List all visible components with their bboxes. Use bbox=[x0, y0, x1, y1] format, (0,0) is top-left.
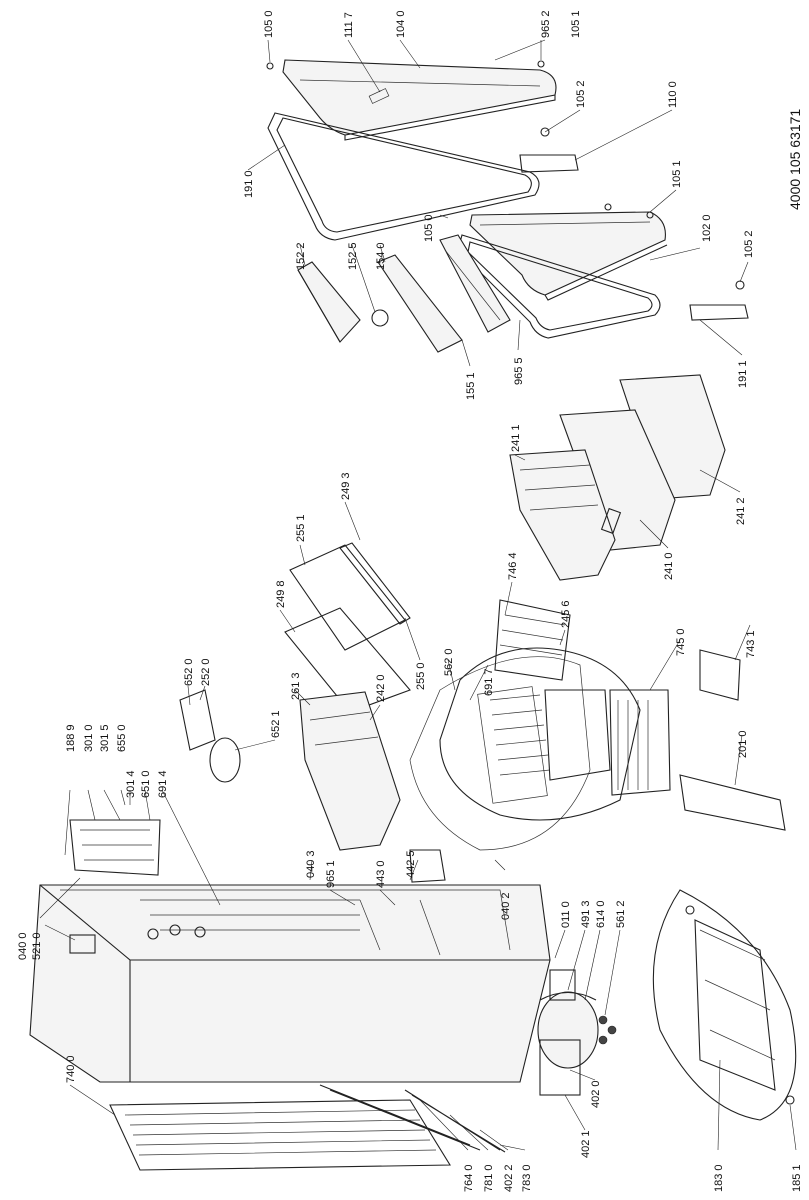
callout-label: 241 0 bbox=[663, 552, 675, 580]
control-panel bbox=[69, 819, 161, 876]
callout-label: 301 0 bbox=[83, 724, 95, 752]
callout-label: 743 1 bbox=[745, 630, 757, 658]
callout-label: 301 4 bbox=[125, 770, 137, 798]
cover-743 bbox=[699, 649, 741, 701]
parts-drawing bbox=[29, 59, 797, 1171]
callout-label: 249 8 bbox=[275, 580, 287, 608]
freezer-drawers bbox=[509, 374, 726, 581]
callout-label: 105 1 bbox=[671, 160, 683, 188]
callout-label: 783 0 bbox=[521, 1164, 533, 1192]
callout-label: 152 5 bbox=[347, 242, 359, 270]
callout-label: 188 9 bbox=[65, 724, 77, 752]
callout-label: 965 1 bbox=[325, 860, 337, 888]
hinge-upper bbox=[519, 154, 579, 173]
callout-label: 651 0 bbox=[140, 770, 152, 798]
lower-gasket bbox=[457, 234, 661, 339]
callout-label: 746 4 bbox=[507, 552, 519, 580]
glass-shelves bbox=[284, 542, 411, 713]
callout-label: 965 5 bbox=[513, 357, 525, 385]
callout-label: 111 7 bbox=[343, 12, 355, 38]
callout-label: 562 0 bbox=[443, 648, 455, 676]
callout-label: 491 3 bbox=[580, 900, 592, 928]
callout-label: 155 1 bbox=[465, 372, 477, 400]
callout-label: 040 2 bbox=[500, 892, 512, 920]
callout-label: 011 0 bbox=[560, 901, 572, 928]
callout-label: 191 1 bbox=[737, 360, 749, 388]
callout-label: 764 0 bbox=[463, 1164, 475, 1192]
condenser bbox=[109, 1099, 451, 1171]
callout-label: 402 2 bbox=[503, 1164, 515, 1192]
callout-label: 301 5 bbox=[99, 724, 111, 752]
document-code: 4000 105 63171 bbox=[787, 109, 803, 210]
callout-label: 104 0 bbox=[395, 10, 407, 38]
callout-label: 102 0 bbox=[701, 214, 713, 242]
callout-label: 105 1 bbox=[570, 10, 582, 38]
callout-label: 402 0 bbox=[590, 1080, 602, 1108]
callout-label: 652 1 bbox=[270, 710, 282, 738]
cabinet bbox=[29, 884, 551, 1083]
callout-label: 245 6 bbox=[560, 600, 572, 628]
callout-label: 402 1 bbox=[580, 1130, 592, 1158]
callout-label: 110 0 bbox=[667, 81, 679, 108]
callout-label: 183 0 bbox=[713, 1164, 725, 1192]
callout-label: 242 0 bbox=[375, 674, 387, 702]
callout-label: 740 0 bbox=[65, 1055, 77, 1083]
door-shelves bbox=[297, 234, 511, 353]
callout-label: 521 0 bbox=[31, 932, 43, 960]
callout-label: 252 0 bbox=[200, 658, 212, 686]
evaporator bbox=[439, 647, 671, 821]
callout-label: 185 1 bbox=[791, 1164, 803, 1192]
callout-label: 040 3 bbox=[305, 850, 317, 878]
callout-label: 255 0 bbox=[415, 662, 427, 690]
callout-label: 745 0 bbox=[675, 628, 687, 656]
callout-label: 691 4 bbox=[157, 770, 169, 798]
upper-door bbox=[282, 59, 557, 141]
callout-label: 191 0 bbox=[243, 170, 255, 198]
callout-label: 561 2 bbox=[615, 900, 627, 928]
evaporator-panel bbox=[494, 599, 571, 681]
callout-label: 249 3 bbox=[340, 472, 352, 500]
callout-label: 691 7 bbox=[483, 668, 495, 696]
callout-label: 040 0 bbox=[17, 932, 29, 960]
drip-tray bbox=[679, 774, 786, 831]
callout-label: 105 2 bbox=[575, 80, 587, 108]
rear-panel-group bbox=[652, 889, 797, 1121]
callout-label: 105 0 bbox=[263, 10, 275, 38]
crisper-drawer bbox=[299, 691, 401, 851]
callout-label: 105 0 bbox=[423, 214, 435, 242]
lower-door bbox=[469, 203, 668, 301]
callout-label: 781 0 bbox=[483, 1164, 495, 1192]
callout-label: 154 0 bbox=[375, 242, 387, 270]
callout-label: 241 1 bbox=[510, 424, 522, 452]
callout-label: 443 0 bbox=[375, 860, 387, 888]
leader-lines bbox=[39, 39, 797, 1151]
callout-label: 614 0 bbox=[595, 900, 607, 928]
callout-label: 201 0 bbox=[737, 730, 749, 758]
callout-label: 655 0 bbox=[116, 724, 128, 752]
callout-label: 255 1 bbox=[295, 514, 307, 542]
upper-gasket bbox=[267, 112, 540, 241]
callout-label: 152 2 bbox=[295, 242, 307, 270]
callout-labels: 105 0 111 7 104 0 965 2 105 1 105 2 110 … bbox=[17, 10, 803, 1192]
callout-label: 652 0 bbox=[183, 658, 195, 686]
callout-label: 442 5 bbox=[405, 850, 417, 878]
callout-label: 965 2 bbox=[540, 10, 552, 38]
callout-label: 241 2 bbox=[735, 497, 747, 525]
compressor bbox=[537, 969, 617, 1096]
callout-label: 105 2 bbox=[743, 230, 755, 258]
callout-label: 261 3 bbox=[290, 672, 302, 700]
